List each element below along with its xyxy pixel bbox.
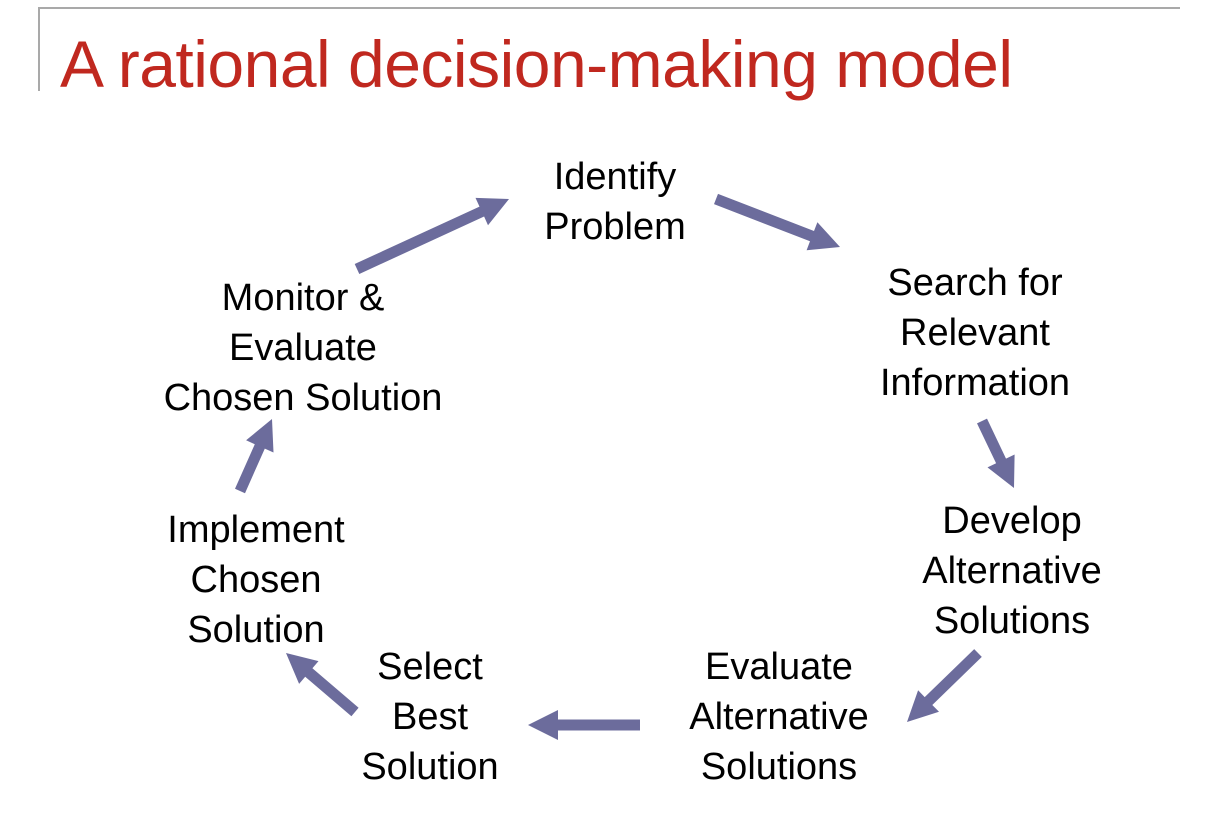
step-line: Relevant — [900, 312, 1050, 354]
step-line: Alternative — [689, 696, 869, 738]
arrow-select-to-implement — [286, 653, 359, 717]
step-develop-alternative-solutions: Develop Alternative Solutions — [922, 496, 1102, 646]
step-line: Evaluate — [229, 327, 377, 369]
step-evaluate-alternative-solutions: Evaluate Alternative Solutions — [689, 642, 869, 792]
step-monitor-evaluate-chosen-solution: Monitor & Evaluate Chosen Solution — [164, 273, 443, 423]
slide-title: A rational decision-making model — [60, 27, 1013, 101]
step-line: Select — [377, 646, 483, 688]
step-line: Problem — [544, 206, 686, 248]
step-line: Solution — [187, 609, 325, 651]
step-line: Search for — [887, 262, 1063, 304]
arrow-implement-to-monitor — [235, 419, 274, 494]
step-line: Implement — [167, 509, 345, 551]
step-line: Solutions — [700, 746, 858, 788]
step-line: Alternative — [922, 550, 1102, 592]
step-identify-problem: Identify Problem — [544, 152, 686, 252]
slide-frame-left — [38, 7, 40, 91]
step-select-best-solution: Select Best Solution — [361, 642, 498, 792]
step-line: Solution — [361, 746, 499, 788]
step-line: Chosen Solution — [163, 377, 443, 419]
step-line: Solutions — [933, 600, 1091, 642]
step-line: Identify — [553, 156, 677, 198]
step-line: Evaluate — [705, 646, 853, 688]
arrow-monitor-to-identify — [354, 197, 509, 274]
step-line: Develop — [942, 500, 1082, 542]
arrow-identify-to-search — [714, 193, 840, 251]
arrow-search-to-develop — [977, 418, 1015, 488]
step-search-relevant-information: Search for Relevant Information — [880, 258, 1070, 408]
step-line: Chosen — [190, 559, 322, 601]
slide-frame-top — [38, 7, 1180, 9]
step-line: Information — [879, 362, 1071, 404]
arrow-develop-to-evaluate — [907, 649, 982, 722]
step-implement-chosen-solution: Implement Chosen Solution — [167, 505, 344, 655]
arrow-evaluate-to-select — [528, 710, 640, 740]
step-line: Monitor & — [221, 277, 385, 319]
step-line: Best — [391, 696, 469, 738]
